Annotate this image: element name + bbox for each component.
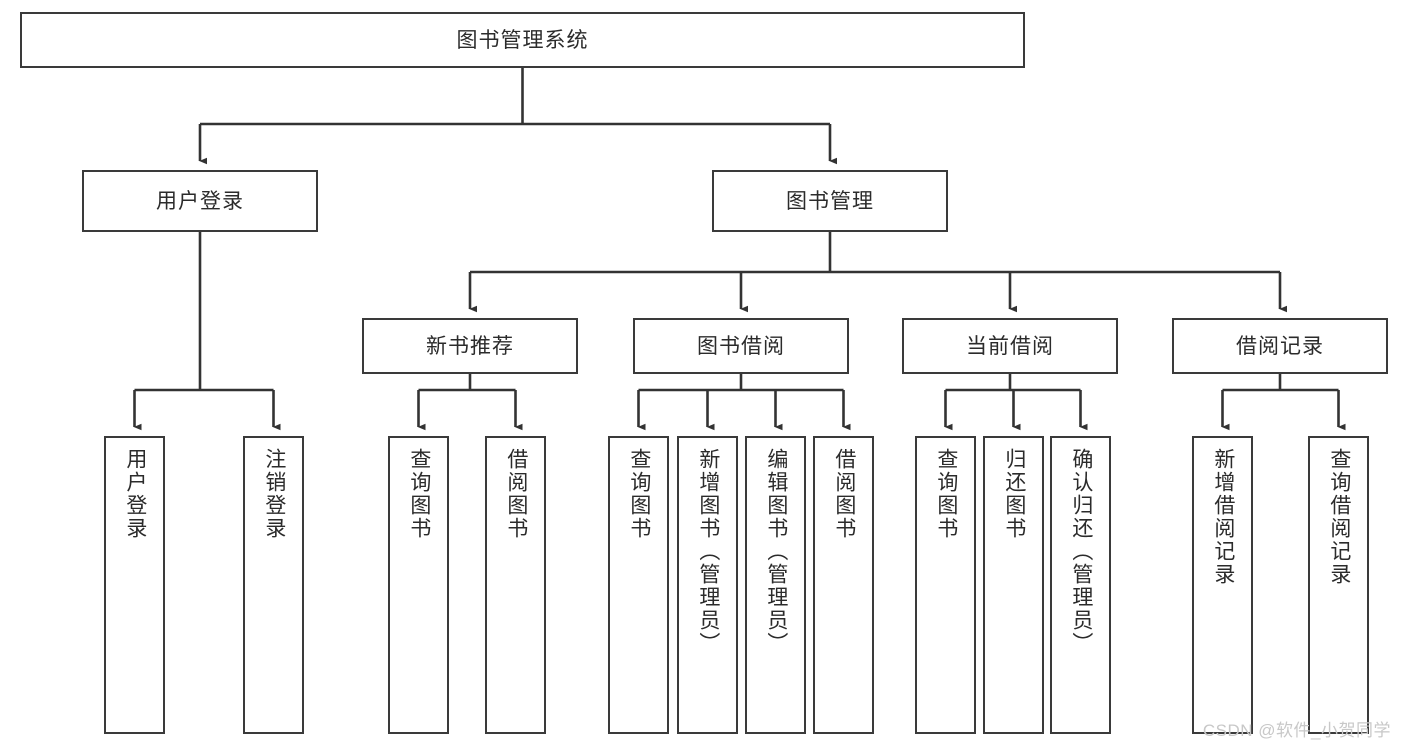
node-l3-new-2[interactable]: 借阅图书	[485, 436, 546, 734]
node-l3-cur-2[interactable]: 归还图书	[983, 436, 1044, 734]
node-label: 借阅记录	[1236, 334, 1324, 358]
node-l3-bor-2[interactable]: 新增图书（管理员）	[677, 436, 738, 734]
node-l1-login[interactable]: 用户登录	[82, 170, 318, 232]
node-label: 新增图书（管理员）	[696, 448, 720, 655]
node-l3-rec-1[interactable]: 新增借阅记录	[1192, 436, 1253, 734]
node-label: 确认归还（管理员）	[1069, 448, 1093, 655]
node-l2-borrow[interactable]: 图书借阅	[633, 318, 849, 374]
node-l2-record[interactable]: 借阅记录	[1172, 318, 1388, 374]
node-l2-newbook[interactable]: 新书推荐	[362, 318, 578, 374]
node-label: 新书推荐	[426, 334, 514, 358]
node-l3-bor-3[interactable]: 编辑图书（管理员）	[745, 436, 806, 734]
node-label: 图书借阅	[697, 334, 785, 358]
node-label: 注销登录	[262, 448, 286, 540]
node-l3-bor-1[interactable]: 查询图书	[608, 436, 669, 734]
node-label: 归还图书	[1002, 448, 1026, 540]
watermark-label: CSDN @软件_小贺同学	[1202, 721, 1391, 740]
node-label: 查询图书	[934, 448, 958, 540]
node-label: 借阅图书	[832, 448, 856, 540]
node-l3-login-1[interactable]: 用户登录	[104, 436, 165, 734]
node-label: 图书管理系统	[456, 28, 589, 52]
node-label: 查询图书	[627, 448, 651, 540]
node-l3-cur-3[interactable]: 确认归还（管理员）	[1050, 436, 1111, 734]
node-l3-rec-2[interactable]: 查询借阅记录	[1308, 436, 1369, 734]
node-label: 当前借阅	[966, 334, 1054, 358]
node-label: 编辑图书（管理员）	[764, 448, 788, 655]
node-l2-current[interactable]: 当前借阅	[902, 318, 1118, 374]
node-root[interactable]: 图书管理系统	[20, 12, 1025, 68]
node-label: 用户登录	[123, 448, 147, 540]
node-l3-new-1[interactable]: 查询图书	[388, 436, 449, 734]
node-l1-bookmgmt[interactable]: 图书管理	[712, 170, 948, 232]
node-label: 图书管理	[786, 189, 874, 213]
node-label: 借阅图书	[504, 448, 528, 540]
node-label: 查询借阅记录	[1327, 448, 1351, 586]
node-label: 查询图书	[407, 448, 431, 540]
node-l3-login-2[interactable]: 注销登录	[243, 436, 304, 734]
node-l3-bor-4[interactable]: 借阅图书	[813, 436, 874, 734]
node-l3-cur-1[interactable]: 查询图书	[915, 436, 976, 734]
node-label: 用户登录	[156, 189, 244, 213]
node-label: 新增借阅记录	[1211, 448, 1235, 586]
